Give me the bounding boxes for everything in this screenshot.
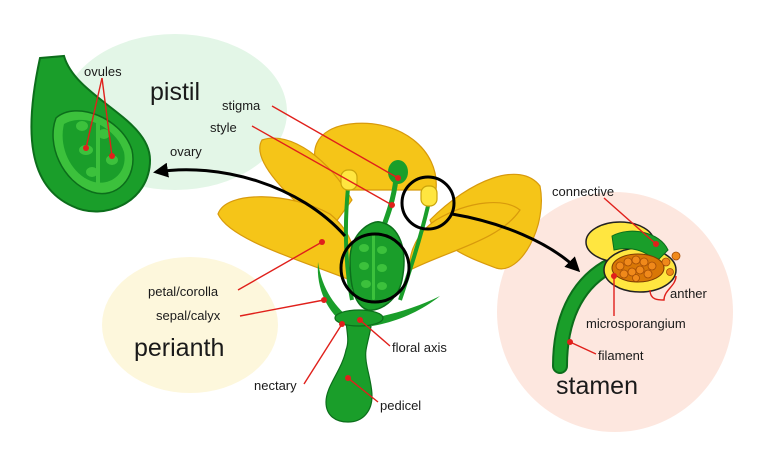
label-sepal-calyx: sepal/calyx: [156, 308, 221, 323]
ovary-magnifier: [339, 232, 411, 304]
label-pedicel: pedicel: [380, 398, 421, 413]
label-ovary: ovary: [170, 144, 202, 159]
label-style: style: [210, 120, 237, 135]
label-petal-corolla: petal/corolla: [148, 284, 219, 299]
stamen-detail: [552, 221, 681, 374]
label-stigma: stigma: [222, 98, 261, 113]
leaders: [83, 77, 659, 403]
title-perianth: perianth: [134, 334, 224, 362]
perianth-bubble: [102, 257, 278, 393]
label-anther: anther: [670, 286, 708, 301]
label-connective: connective: [552, 184, 614, 199]
title-stamen: stamen: [556, 372, 638, 400]
arrow-to-pistil: [153, 162, 347, 237]
label-nectary: nectary: [254, 378, 297, 393]
arrow-to-stamen: [451, 212, 581, 273]
pistil-detail: [30, 54, 152, 213]
label-filament: filament: [598, 348, 644, 363]
label-ovules: ovules: [84, 64, 122, 79]
label-microsporangium: microsporangium: [586, 316, 686, 331]
title-pistil: pistil: [150, 78, 200, 106]
anther-magnifier: [400, 175, 456, 231]
label-floral-axis: floral axis: [392, 340, 447, 355]
